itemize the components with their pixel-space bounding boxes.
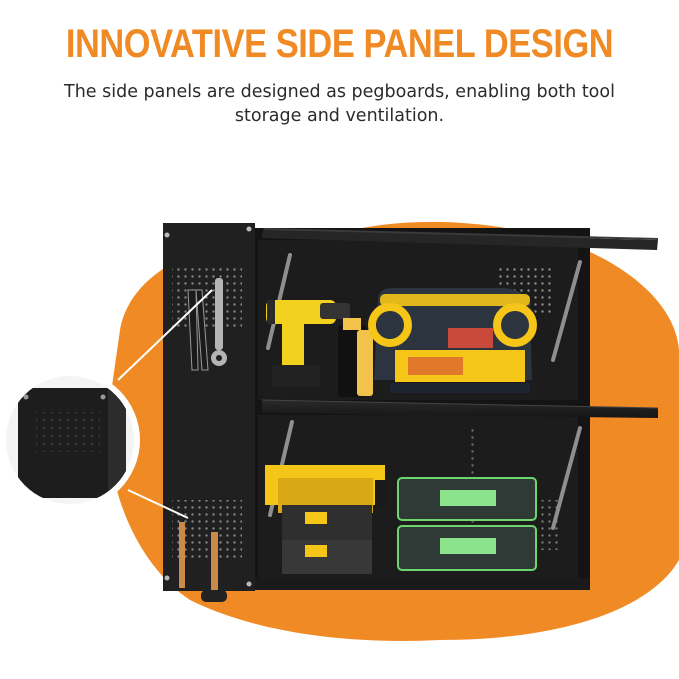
pegboard-callout-icon <box>0 370 140 510</box>
hammer-icon <box>179 522 227 602</box>
page-title: INNOVATIVE SIDE PANEL DESIGN <box>65 22 614 66</box>
storage-case-icon <box>397 477 537 571</box>
cabinet-bottom <box>255 578 590 590</box>
callout-leader-top <box>117 289 213 381</box>
cordless-drill-icon <box>266 300 350 387</box>
page-subtitle: The side panels are designed as pegboard… <box>64 82 615 126</box>
callout-leader-bottom <box>127 489 189 519</box>
top-door-open <box>262 230 658 250</box>
stackable-toolbox-icon <box>265 465 387 574</box>
wrench-icon <box>211 278 227 366</box>
spray-can-icon <box>338 318 373 397</box>
tool-bag-icon <box>368 288 537 393</box>
middle-shelf <box>262 400 658 418</box>
